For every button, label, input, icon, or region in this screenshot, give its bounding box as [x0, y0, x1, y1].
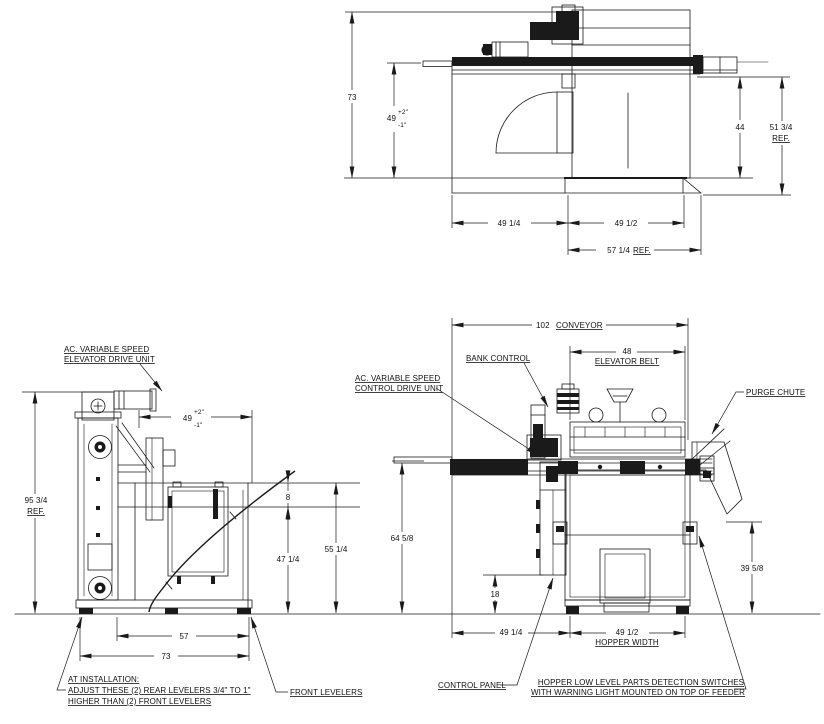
note-install-3: HIGHER THAN (2) FRONT LEVELERS	[68, 697, 211, 706]
dim-side-57: 57	[179, 632, 189, 641]
front-view-machine	[393, 383, 743, 614]
dim-front-18: 18	[490, 590, 500, 599]
dim-side-73: 73	[161, 652, 171, 661]
label-elevator-belt: ELEVATOR BELT	[595, 357, 659, 366]
dim-side-95-34-ref: REF.	[27, 507, 45, 516]
label-elevator-drive-2: ELEVATOR DRIVE UNIT	[64, 355, 155, 364]
base-frame	[75, 599, 253, 614]
dim-side-8: 8	[286, 493, 291, 502]
dim-top-49-12: 49 1/2	[615, 219, 638, 228]
dim-side-49-tol-minus: -1"	[194, 422, 203, 429]
dim-side-95-34: 95 3/4	[25, 496, 48, 505]
door-swing-plan	[495, 91, 574, 154]
leader-control-drive	[435, 387, 539, 456]
leader-rear-levelers	[56, 616, 83, 691]
warning-light	[606, 388, 634, 423]
dim-top-51-34: 51 3/4	[770, 123, 793, 132]
dim-side-49: 49	[183, 414, 193, 423]
dim-front-39-58: 39 5/8	[741, 564, 764, 573]
rear-leveler	[79, 608, 93, 614]
dim-top-49-tol-minus: -1"	[398, 122, 407, 129]
bottom-pulley	[88, 576, 112, 600]
feeder-box-plan	[571, 9, 691, 179]
conveyor-belt-band	[452, 57, 693, 66]
label-purge-chute: PURGE CHUTE	[746, 388, 805, 397]
leader-switches	[698, 535, 747, 690]
label-elevator-drive-1: AC. VARIABLE SPEED	[64, 345, 149, 354]
dim-top-49: 49	[387, 114, 397, 123]
label-control-drive-2: CONTROL DRIVE UNIT	[355, 384, 443, 393]
front-view: 102 CONVEYOR 48 ELEVATOR BELT BANK CONTR…	[355, 318, 805, 697]
side-view-machine	[74, 388, 296, 614]
hopper-side	[117, 482, 249, 609]
dim-front-49-14: 49 1/4	[500, 628, 523, 637]
low-level-switch-right	[682, 521, 698, 545]
top-pulley	[88, 435, 112, 459]
dim-top-57-14: 57 1/4	[607, 246, 630, 255]
dim-top-73: 73	[347, 93, 357, 102]
elevator-column	[74, 411, 122, 601]
front-leveler	[237, 608, 251, 614]
control-panel-side	[167, 481, 229, 584]
leader-purge-chute	[711, 391, 744, 435]
dim-side-49-tol-plus: +2"	[194, 409, 205, 416]
note-switches-1: HOPPER LOW LEVEL PARTS DETECTION SWITCHE…	[538, 678, 744, 687]
dim-top-49-14: 49 1/4	[498, 219, 521, 228]
dim-side-55-14: 55 1/4	[325, 545, 348, 554]
low-level-switch-left	[552, 521, 568, 545]
leader-bank-control	[523, 362, 549, 408]
leader-control-panel	[500, 577, 554, 686]
dim-top-57-14-ref: REF.	[633, 246, 651, 255]
conveyor-rail-end-front	[393, 456, 453, 464]
elevator-belt-housing	[569, 421, 686, 458]
conduit-cable	[148, 470, 296, 613]
front-view-dimensions: 102 CONVEYOR 48 ELEVATOR BELT BANK CONTR…	[355, 318, 805, 697]
top-view-machine	[422, 4, 769, 194]
hopper-window	[599, 548, 651, 604]
label-bank-control: BANK CONTROL	[466, 354, 531, 363]
label-hopper-width: HOPPER WIDTH	[595, 638, 659, 647]
side-view-dimensions: AC. VARIABLE SPEED ELEVATOR DRIVE UNIT 9…	[18, 345, 362, 706]
switch-dome-left	[588, 407, 604, 423]
label-front-levelers: FRONT LEVELERS	[290, 688, 362, 697]
dim-top-51-34-ref: REF.	[772, 134, 790, 143]
label-control-drive-1: AC. VARIABLE SPEED	[355, 374, 440, 383]
control-panel-front	[536, 461, 567, 576]
leader-front-levelers	[250, 616, 288, 693]
dim-front-64-58: 64 5/8	[391, 534, 414, 543]
purge-chute	[691, 441, 743, 515]
dim-front-102: 102	[536, 321, 550, 330]
dim-top-44: 44	[735, 123, 745, 132]
conveyor-rail-end	[422, 60, 453, 67]
dim-top-49-tol-plus: +2"	[398, 109, 409, 116]
dim-side-47-14: 47 1/4	[277, 555, 300, 564]
conveyor-motor-plan	[491, 41, 529, 58]
note-switches-2: WITH WARNING LIGHT MOUNTED ON TOP OF FEE…	[531, 688, 745, 697]
dim-front-48: 48	[622, 347, 632, 356]
top-view-dimensions: 73 49 +2" -1" 44 51 3/4 REF.	[341, 11, 801, 256]
column-access-panel	[87, 543, 113, 571]
note-install-1: AT INSTALLATION:	[68, 675, 139, 684]
note-install-2: ADJUST THESE (2) REAR LEVELERS 3/4" TO 1…	[68, 686, 251, 695]
control-drive-motor	[556, 383, 580, 414]
conveyor-front	[393, 455, 715, 476]
side-view: AC. VARIABLE SPEED ELEVATOR DRIVE UNIT 9…	[18, 345, 362, 706]
dim-front-49-12: 49 1/2	[616, 628, 639, 637]
front-foot-right	[676, 606, 689, 614]
discharge-guide	[145, 437, 164, 521]
conveyor-plan	[422, 4, 769, 89]
label-control-panel: CONTROL PANEL	[438, 681, 506, 690]
top-view: 73 49 +2" -1" 44 51 3/4 REF.	[341, 4, 801, 256]
elevator-drive-unit	[81, 388, 157, 421]
drive-gearbox-front	[530, 438, 558, 457]
leader-elevator-drive	[139, 363, 163, 392]
hopper-front	[564, 469, 691, 614]
label-conveyor: CONVEYOR	[556, 321, 603, 330]
switch-dome-right	[651, 407, 667, 423]
front-foot-left	[566, 606, 579, 614]
